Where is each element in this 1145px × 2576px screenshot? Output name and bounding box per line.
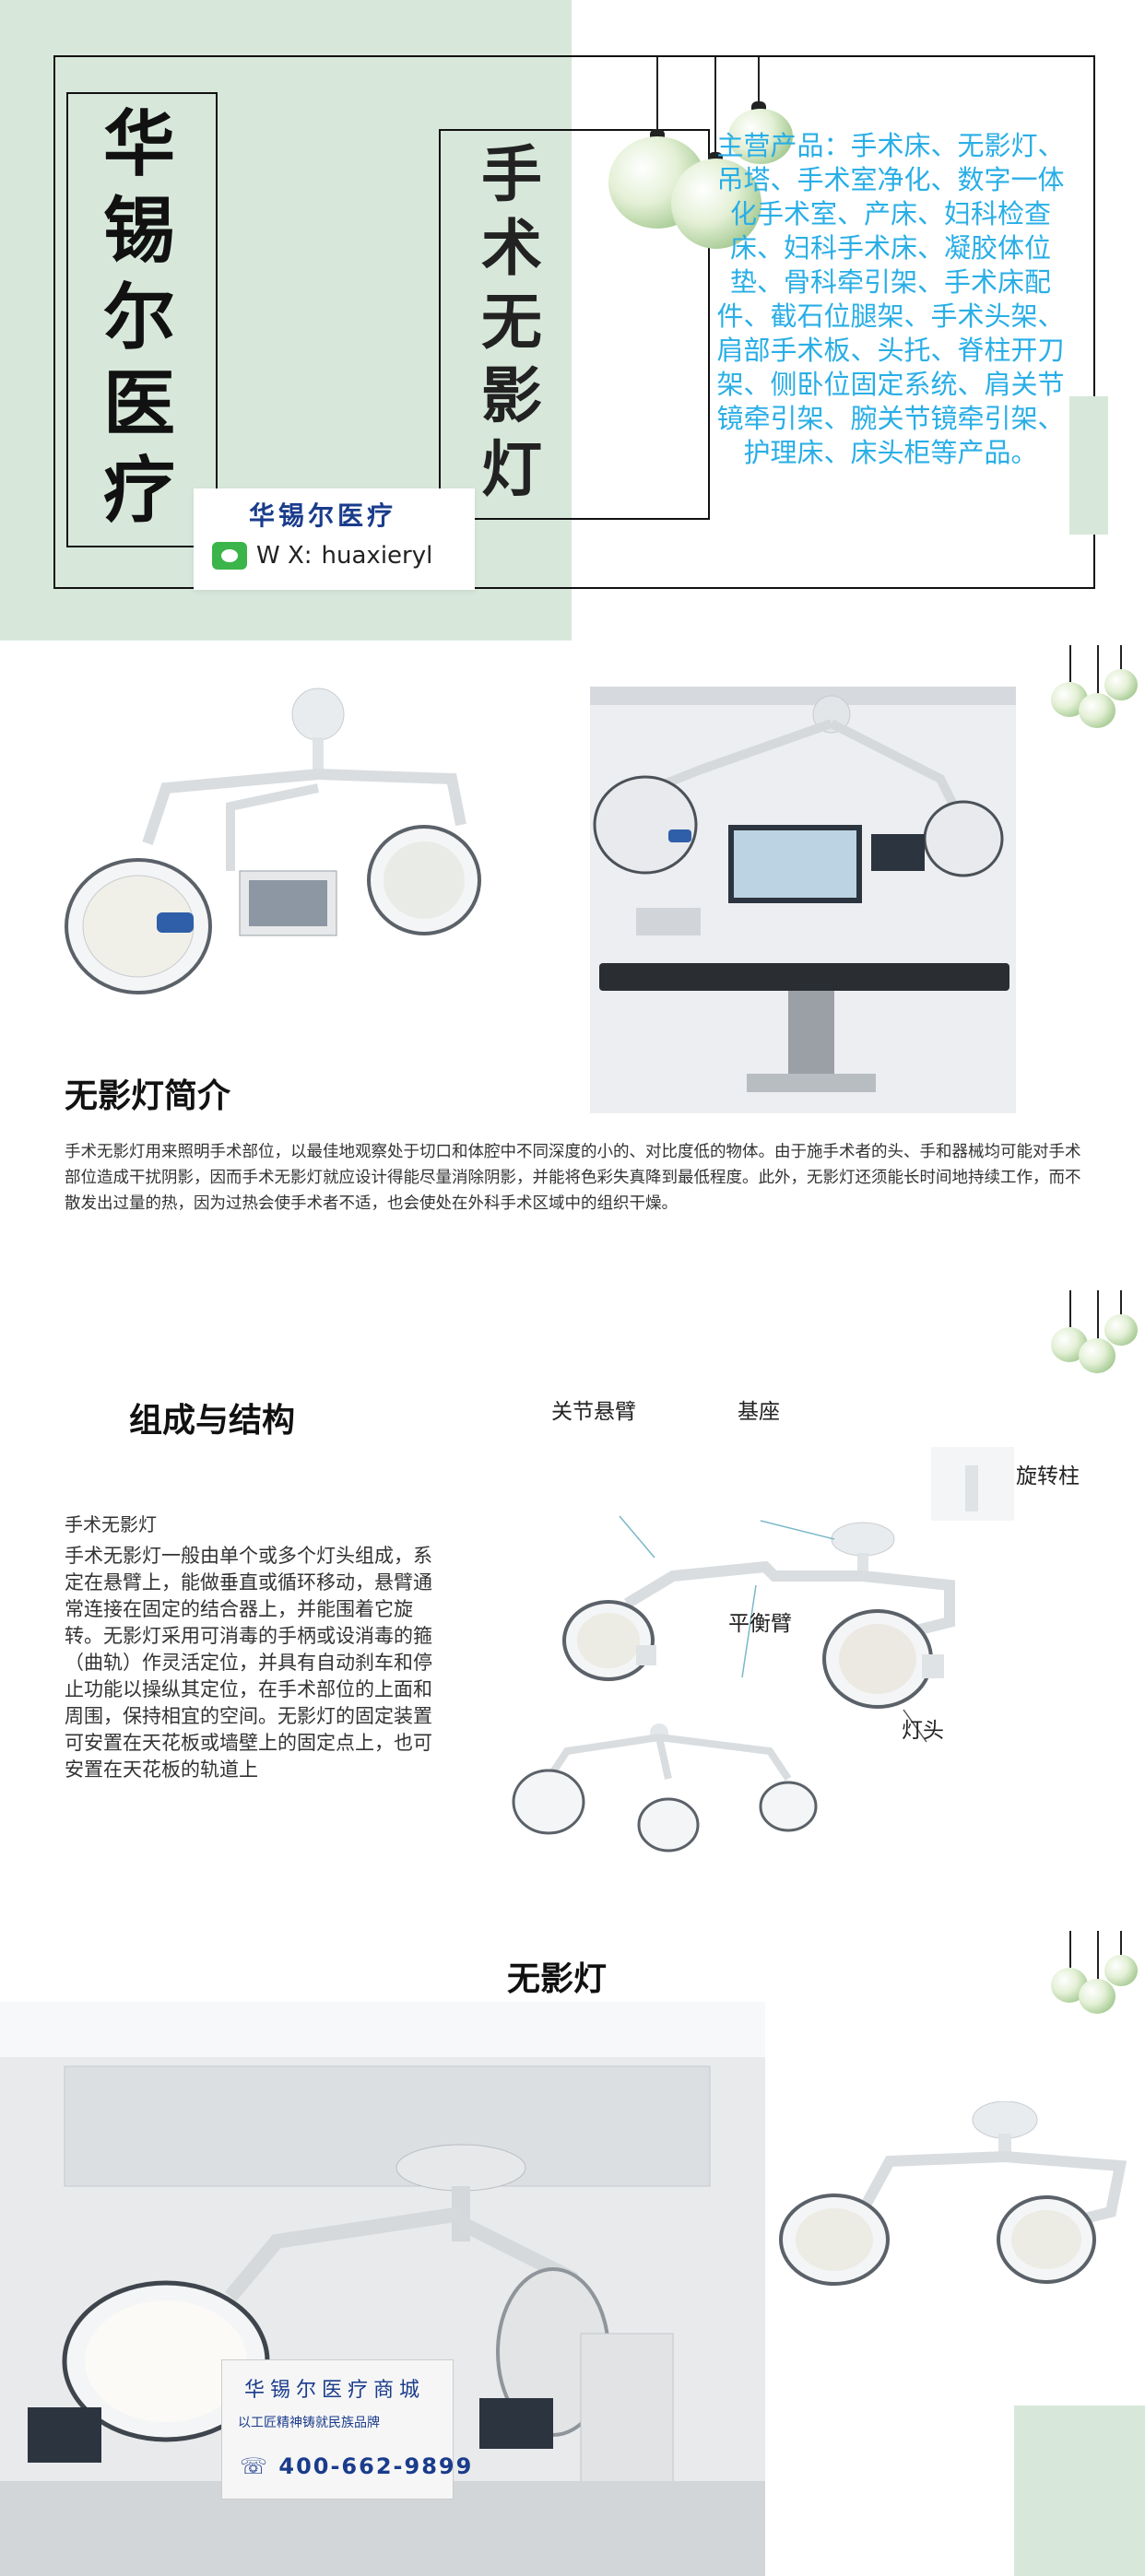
- pendant-cord: [1097, 1290, 1099, 1341]
- pendant-cord: [714, 57, 716, 154]
- operating-room-image: [590, 687, 1016, 1113]
- brand-title-box: [66, 92, 218, 547]
- wechat-line: W X: huaxieryl: [212, 542, 432, 570]
- structure-text: 手术无影灯一般由单个或多个灯头组成，系定在悬臂上，能做垂直或循环移动，悬臂通常连…: [65, 1545, 432, 1781]
- product-title: 手术无影灯: [481, 139, 542, 505]
- label-balance-arm: 平衡臂: [728, 1612, 792, 1636]
- pendant-cord: [1069, 1290, 1071, 1327]
- pendant-lamp: [1079, 1979, 1115, 2014]
- dual-head-lamp-image: [770, 2101, 1139, 2304]
- gallery-title: 无影灯: [507, 1960, 608, 1998]
- product-title-box: [439, 129, 710, 520]
- pendant-lamp: [1104, 669, 1138, 700]
- sign-line-2: 以工匠精神铸就民族品牌: [238, 2416, 380, 2430]
- pendant-cord: [1120, 1931, 1122, 1958]
- lamp-structure-diagram: [562, 1447, 1014, 1743]
- wechat-id: huaxieryl: [321, 542, 433, 570]
- label-base: 基座: [738, 1400, 780, 1424]
- label-rotating-column: 旋转柱: [1016, 1464, 1080, 1488]
- sign-phone-number: 400-662-9899: [278, 2453, 474, 2479]
- phone-icon: ☏: [240, 2453, 279, 2479]
- wechat-label: W X:: [256, 542, 313, 570]
- wechat-icon: [212, 542, 247, 570]
- pendant-lamp: [728, 109, 793, 164]
- pendant-cord: [1069, 1931, 1071, 1968]
- pendant-lamp: [671, 159, 761, 249]
- pendant-cord: [758, 57, 760, 103]
- pendant-lamp: [1079, 1338, 1115, 1373]
- surgical-lamp-product-image: [55, 687, 553, 1023]
- sign-line-1: 华锡尔医疗商城: [244, 2379, 426, 2402]
- pendant-lamp: [1079, 693, 1115, 728]
- pendant-lamp: [1104, 1314, 1138, 1346]
- intro-text: 手术无影灯用来照明手术部位，以最佳地观察处于切口和体腔中不同深度的小的、对比度低…: [65, 1143, 1081, 1213]
- label-lamp-head: 灯头: [902, 1719, 944, 1743]
- gallery-green-block: [1014, 2405, 1145, 2576]
- label-joint-arm: 关节悬臂: [551, 1400, 636, 1424]
- three-head-lamp-image: [512, 1723, 825, 1889]
- sign-phone: ☏ 400-662-9899: [240, 2453, 473, 2479]
- main-products-text: 主营产品：手术床、无影灯、吊塔、手术室净化、数字一体化手术室、产床、妇科检查床、…: [716, 130, 1065, 468]
- structure-subtitle: 手术无影灯: [65, 1513, 157, 1535]
- pendant-cord: [1097, 645, 1099, 696]
- wechat-card-brand: 华锡尔医疗: [249, 500, 397, 531]
- header-green-strip: [1069, 396, 1108, 535]
- pendant-cord: [1120, 1290, 1122, 1318]
- pendant-cord: [1097, 1931, 1099, 1982]
- hospital-sign-board: [221, 2359, 454, 2500]
- brand-title: 华锡尔医疗: [102, 103, 175, 533]
- pendant-cord: [656, 57, 658, 131]
- pendant-cord: [1120, 645, 1122, 673]
- pendant-lamp: [1104, 1955, 1138, 1986]
- pendant-cord: [1069, 645, 1071, 682]
- wechat-card: [194, 488, 475, 590]
- intro-title: 无影灯简介: [65, 1077, 231, 1115]
- header-frame: [53, 55, 1095, 589]
- structure-title: 组成与结构: [129, 1402, 296, 1440]
